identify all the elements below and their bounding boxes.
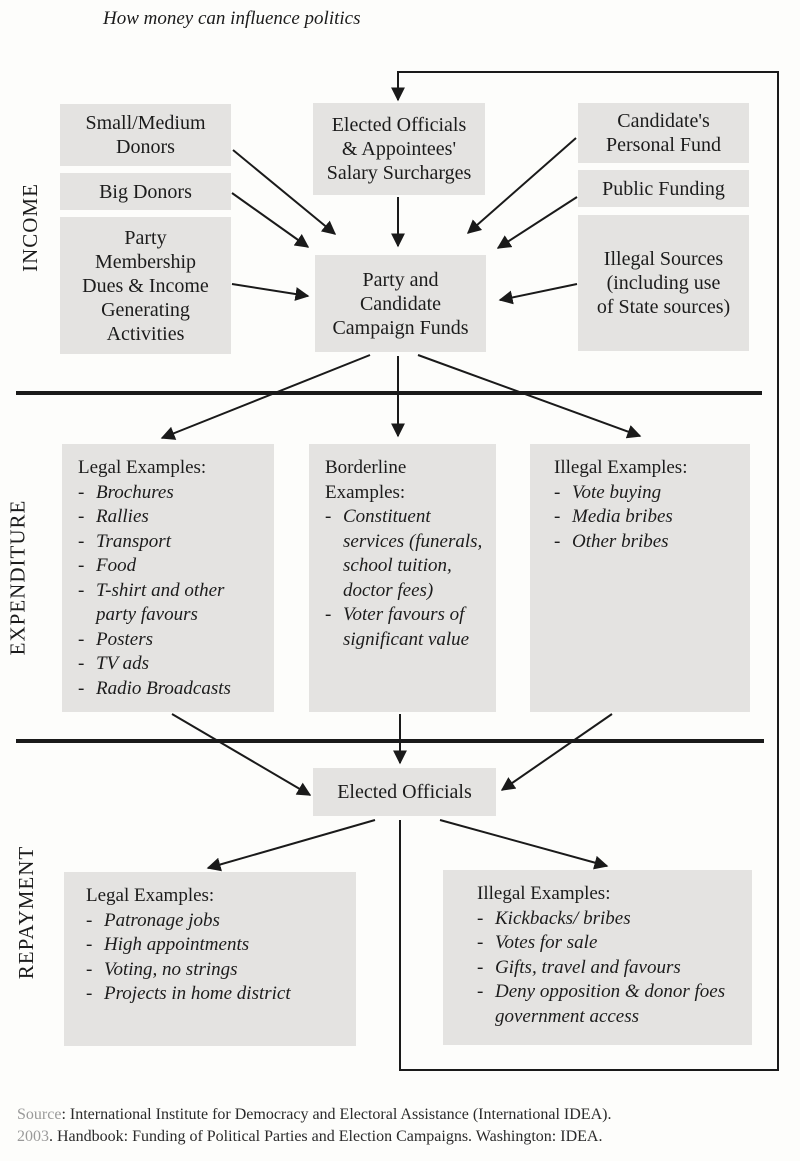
- list-item: Food: [78, 554, 264, 579]
- arrow-funds-to-legal-expenditure: [160, 354, 371, 440]
- public-funding-box: Public Funding: [578, 170, 749, 207]
- list-item: Brochures: [78, 481, 264, 506]
- repayment-legal-heading: Legal Examples:: [86, 885, 215, 906]
- expenditure-borderline-heading: Borderline Examples:: [325, 457, 407, 503]
- repayment-illegal-box: Illegal Examples: Kickbacks/ bribesVotes…: [443, 870, 752, 1045]
- list-item: Gifts, travel and favours: [477, 956, 742, 981]
- arrow-party-membership-to-funds: [231, 283, 310, 301]
- arrow-candidate-fund-to-funds: [466, 137, 577, 234]
- campaign-funds-box-line: Party and: [362, 268, 439, 291]
- feedback-loop-arrow: [391, 71, 779, 1071]
- list-item: Kickbacks/ bribes: [477, 907, 742, 932]
- small-medium-donors-box-line: Small/Medium: [85, 112, 206, 134]
- arrow-illegal-expenditure-to-officials: [500, 713, 613, 791]
- repayment-legal-list: Patronage jobsHigh appointmentsVoting, n…: [86, 909, 346, 1007]
- repayment-illegal-list: Kickbacks/ bribesVotes for saleGifts, tr…: [477, 907, 742, 1030]
- candidate-personal-fund-box-line: Personal Fund: [606, 134, 721, 156]
- list-item: Projects in home district: [86, 982, 346, 1007]
- list-item: TV ads: [78, 652, 264, 677]
- list-item: Deny opposition & donor foes government …: [477, 980, 742, 1029]
- expenditure-legal-list: BrochuresRalliesTransportFoodT-shirt and…: [78, 481, 264, 702]
- list-item: Voting, no strings: [86, 958, 346, 983]
- repayment-illegal-heading: Illegal Examples:: [477, 883, 611, 904]
- illegal-sources-box-line: (including use: [606, 272, 721, 294]
- list-item: Patronage jobs: [86, 909, 346, 934]
- divider-expenditure-repayment: [16, 739, 764, 743]
- source-line1: : International Institute for Democracy …: [61, 1106, 612, 1123]
- page-title: How money can influence politics: [103, 8, 361, 29]
- repayment-legal-box: Legal Examples: Patronage jobsHigh appoi…: [64, 872, 356, 1046]
- arrow-funds-to-illegal-expenditure: [417, 354, 642, 439]
- illegal-sources-box-line: of State sources): [596, 296, 731, 318]
- big-donors-box-line: Big Donors: [99, 180, 192, 203]
- elected-officials-box: Elected Officials: [313, 768, 496, 816]
- arrow-illegal-sources-to-funds: [498, 283, 578, 305]
- expenditure-illegal-box: Illegal Examples: Vote buyingMedia bribe…: [530, 444, 750, 712]
- elected-surcharges-box-line: Elected Officials: [331, 114, 467, 136]
- elected-surcharges-box-line: Salary Surcharges: [326, 162, 472, 184]
- illegal-sources-box-line: Illegal Sources: [603, 248, 724, 270]
- list-item: Media bribes: [554, 505, 740, 530]
- expenditure-legal-box: Legal Examples: BrochuresRalliesTranspor…: [62, 444, 274, 712]
- arrow-big-donors-to-funds: [231, 192, 310, 248]
- arrow-officials-to-legal-repayment: [206, 819, 376, 872]
- party-membership-box-line: Party: [124, 226, 167, 249]
- list-item: Radio Broadcasts: [78, 677, 264, 702]
- candidate-personal-fund-box-line: Candidate's: [617, 110, 710, 132]
- arrow-small-donors-to-funds: [232, 149, 337, 235]
- source-year: 2003: [17, 1128, 49, 1145]
- list-item: Voter favours of significant value: [325, 603, 486, 652]
- public-funding-box-line: Public Funding: [602, 177, 725, 200]
- campaign-funds-box-line: Candidate: [359, 292, 442, 315]
- small-medium-donors-box-line: Donors: [116, 136, 175, 158]
- list-item: Transport: [78, 530, 264, 555]
- list-item: Constituent services (funerals, school t…: [325, 505, 486, 603]
- arrow-public-funding-to-funds: [496, 196, 578, 249]
- arrow-legal-expenditure-to-officials: [171, 713, 312, 796]
- list-item: Rallies: [78, 505, 264, 530]
- source-line2: . Handbook: Funding of Political Parties…: [49, 1128, 603, 1145]
- expenditure-borderline-list: Constituent services (funerals, school t…: [325, 505, 486, 652]
- party-membership-box-line: Generating: [101, 298, 190, 321]
- elected-officials-label: Elected Officials: [337, 781, 472, 803]
- elected-surcharges-box: Elected Officials& Appointees'Salary Sur…: [313, 103, 485, 195]
- list-item: Other bribes: [554, 530, 740, 555]
- party-membership-box-line: Membership: [94, 250, 197, 273]
- expenditure-legal-heading: Legal Examples:: [78, 457, 207, 478]
- big-donors-box: Big Donors: [60, 173, 231, 210]
- divider-income-expenditure: [16, 391, 762, 395]
- list-item: T-shirt and other party favours: [78, 579, 264, 628]
- party-membership-box-line: Activities: [106, 322, 185, 345]
- campaign-funds-box-line: Campaign Funds: [332, 316, 469, 339]
- elected-surcharges-box-line: & Appointees': [341, 138, 457, 160]
- party-membership-box-line: Dues & Income: [82, 274, 209, 297]
- list-item: Posters: [78, 628, 264, 653]
- source-label: Source: [17, 1106, 62, 1123]
- list-item: Vote buying: [554, 481, 740, 506]
- list-item: High appointments: [86, 933, 346, 958]
- expenditure-illegal-heading: Illegal Examples:: [554, 457, 688, 478]
- arrow-officials-to-illegal-repayment: [439, 819, 609, 870]
- expenditure-borderline-box: Borderline Examples: Constituent service…: [309, 444, 496, 712]
- list-item: Votes for sale: [477, 931, 742, 956]
- expenditure-illegal-list: Vote buyingMedia bribesOther bribes: [554, 481, 740, 555]
- source-citation: Source: International Institute for Demo…: [17, 1104, 611, 1148]
